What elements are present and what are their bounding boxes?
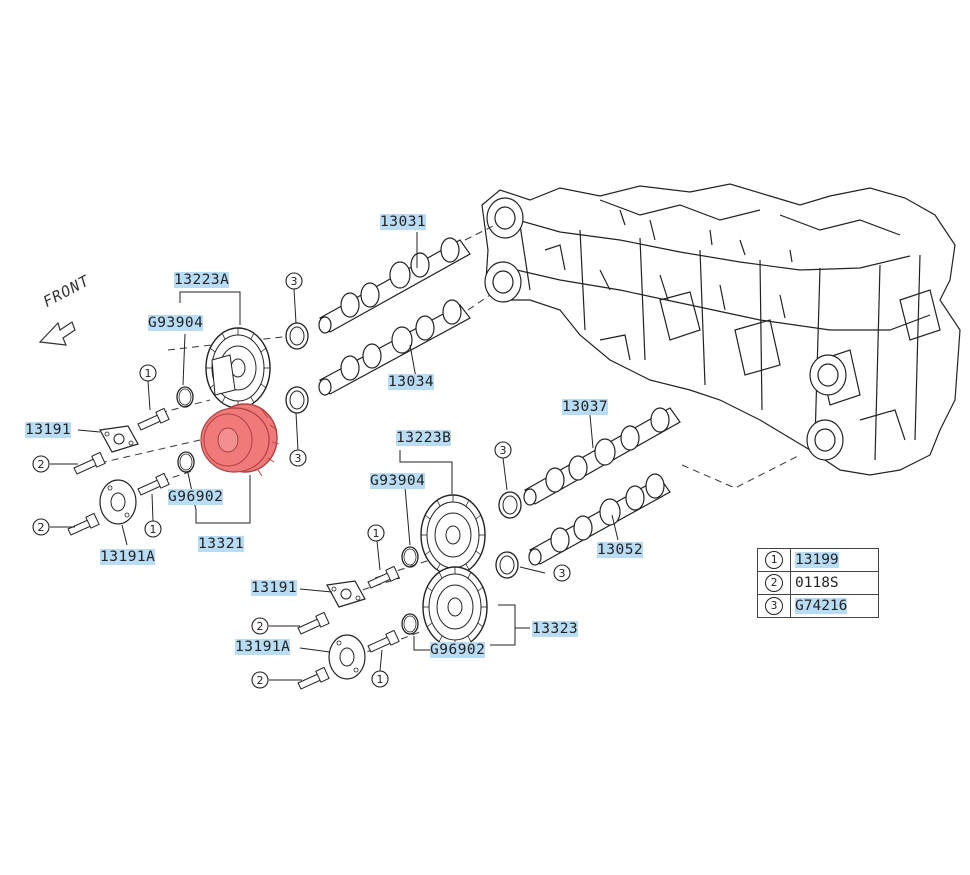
- camshaft-13034: [318, 299, 471, 396]
- plate-13191-bottom: [326, 580, 366, 608]
- label-G93904-top[interactable]: G93904: [148, 315, 204, 331]
- bolt-2-upper-a: [73, 451, 106, 475]
- callout-3: 3: [295, 452, 302, 465]
- camshaft-13031: [318, 237, 471, 334]
- label-13223A[interactable]: 13223A: [174, 272, 230, 288]
- legend-row: 1 13199: [757, 548, 879, 572]
- callout-3: 3: [500, 444, 507, 457]
- seal-upper-2: [285, 386, 309, 414]
- legend-num: 1: [757, 548, 791, 572]
- callout-1: 1: [145, 367, 152, 380]
- bolt-1-upper-b: [137, 472, 170, 496]
- legend-row: 3 G74216: [757, 594, 879, 618]
- front-arrow-icon: [38, 321, 76, 346]
- camshaft-13052: [528, 473, 671, 566]
- label-13037[interactable]: 13037: [562, 399, 609, 415]
- sprocket-13323: [422, 566, 488, 648]
- callout-2: 2: [38, 458, 45, 471]
- legend-num: 2: [757, 571, 791, 595]
- plate-13191A-top: [99, 479, 137, 525]
- bolt-2-upper-b: [67, 512, 100, 536]
- label-13191A-bottom[interactable]: 13191A: [235, 639, 291, 655]
- seal-lower-2: [495, 551, 519, 579]
- label-13321[interactable]: 13321: [198, 536, 245, 552]
- legend-num: 3: [757, 594, 791, 618]
- legend-code[interactable]: G74216: [790, 594, 879, 618]
- legend-code[interactable]: 0118S: [790, 571, 879, 595]
- leader-lines: [50, 232, 619, 681]
- label-13052[interactable]: 13052: [597, 542, 644, 558]
- oring-G93904-bottom: [401, 546, 419, 568]
- label-13223B[interactable]: 13223B: [396, 430, 452, 446]
- bolt-1-lower-b: [367, 629, 400, 653]
- sprocket-13223B: [420, 494, 486, 576]
- camshaft-13037: [523, 407, 681, 506]
- legend-code[interactable]: 13199: [790, 548, 879, 572]
- label-13323[interactable]: 13323: [532, 621, 579, 637]
- seal-upper-1: [285, 322, 309, 350]
- callout-2: 2: [257, 620, 264, 633]
- label-13191-top[interactable]: 13191: [25, 422, 72, 438]
- label-13191-bottom[interactable]: 13191: [251, 580, 298, 596]
- plate-13191-top: [99, 425, 139, 453]
- oring-G93904-top: [176, 386, 194, 408]
- seal-lower-1: [498, 491, 522, 519]
- label-13031[interactable]: 13031: [380, 214, 427, 230]
- callout-3: 3: [291, 275, 298, 288]
- label-G96902-bottom[interactable]: G96902: [430, 642, 486, 658]
- callout-1: 1: [377, 673, 384, 686]
- label-G93904-bottom[interactable]: G93904: [370, 473, 426, 489]
- callout-1: 1: [150, 523, 157, 536]
- bolt-1-lower-a: [367, 565, 400, 589]
- callout-2: 2: [38, 521, 45, 534]
- label-G96902-top[interactable]: G96902: [168, 489, 224, 505]
- bolt-2-lower-a: [297, 611, 330, 635]
- bolt-2-lower-b: [297, 666, 330, 690]
- plate-13191A-bottom: [328, 634, 366, 680]
- legend-table: 1 13199 2 0118S 3 G74216: [757, 548, 879, 618]
- engine-block: [481, 183, 961, 476]
- callouts: [32, 272, 571, 689]
- oring-G96902-bottom: [401, 613, 419, 635]
- label-13034[interactable]: 13034: [388, 374, 435, 390]
- sprocket-13223A: [205, 327, 271, 409]
- sprocket-13321-highlighted: [200, 403, 280, 477]
- legend-row: 2 0118S: [757, 571, 879, 595]
- callout-3: 3: [559, 567, 566, 580]
- callout-2: 2: [257, 674, 264, 687]
- label-13191A-top[interactable]: 13191A: [100, 549, 156, 565]
- callout-1: 1: [373, 527, 380, 540]
- bolt-1-upper-a: [137, 407, 170, 431]
- callout-numbers: 1 2 2 1 3 3 3 1 3 2 2 1: [38, 275, 566, 687]
- oring-G96902-top: [177, 451, 195, 473]
